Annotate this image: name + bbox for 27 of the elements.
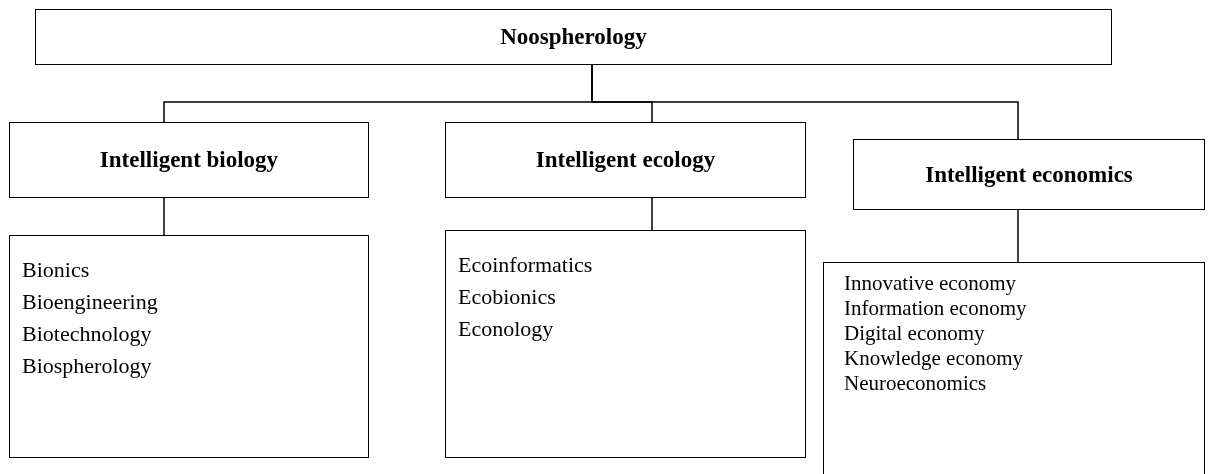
list-item: Neuroeconomics <box>844 371 988 396</box>
connector-line <box>1017 209 1019 263</box>
category-box <box>9 122 369 198</box>
list-item: Knowledge economy <box>844 346 1025 371</box>
category-box <box>35 9 1112 65</box>
list-box <box>445 230 806 458</box>
list-item: Econology <box>458 315 555 343</box>
list-item: Digital economy <box>844 321 986 346</box>
list-item: Ecoinformatics <box>458 251 594 279</box>
category-box <box>445 122 806 198</box>
list-item: Information economy <box>844 296 1028 321</box>
connector-line <box>163 197 165 236</box>
list-item: Bioengineering <box>22 288 159 316</box>
category-title: Intelligent ecology <box>535 147 716 173</box>
category-title: Intelligent economics <box>925 161 1133 188</box>
list-item: Biotechnology <box>22 320 153 348</box>
list-item: Innovative economy <box>844 271 1018 296</box>
list-item: Biospherology <box>22 352 153 380</box>
category-box <box>853 139 1205 210</box>
category-title: Intelligent biology <box>99 147 279 173</box>
list-box <box>9 235 369 458</box>
connector-line <box>591 64 1019 140</box>
list-item: Bionics <box>22 256 91 284</box>
category-title: Noospherology <box>500 24 647 50</box>
list-box <box>823 262 1205 474</box>
list-item: Ecobionics <box>458 283 557 311</box>
connector-line <box>651 197 653 231</box>
